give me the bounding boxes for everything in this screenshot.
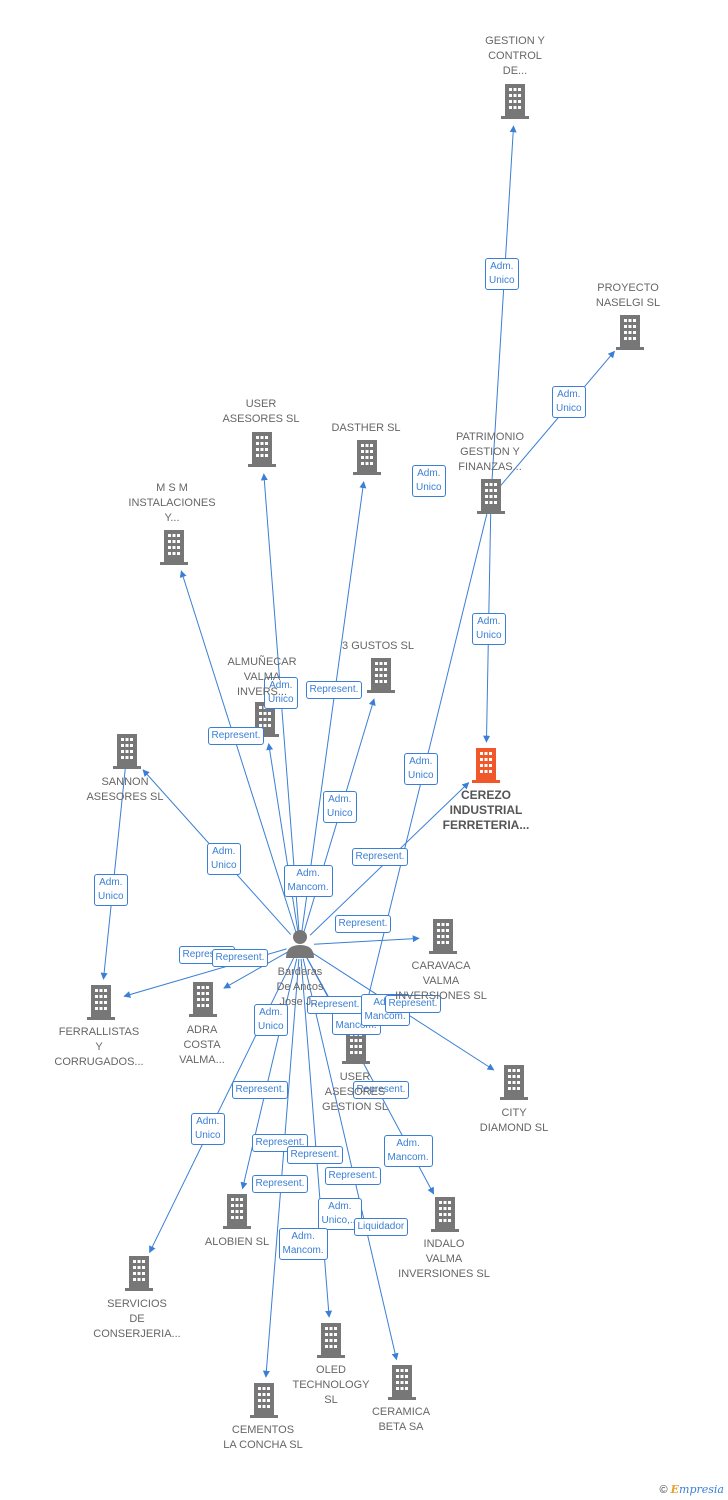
footer: © Empresia bbox=[659, 1483, 724, 1496]
edge-label-sannon-to-ferrallistas[interactable]: Adm. Unico bbox=[94, 874, 128, 906]
copyright-symbol: © bbox=[659, 1484, 668, 1496]
edge-label-person-to-oled[interactable]: Represent. bbox=[324, 1167, 382, 1185]
node-label-city-diamond[interactable]: CITY DIAMOND SL bbox=[479, 1107, 549, 1134]
edge-patrimonio-to-gestion-control bbox=[491, 125, 517, 484]
node-label-cementos[interactable]: CEMENTOS LA CONCHA SL bbox=[223, 1424, 303, 1451]
edge-label-person-to-cementos[interactable]: Adm. Mancom. bbox=[278, 1228, 328, 1260]
edge-person-to-almunecar bbox=[266, 743, 299, 932]
edge-label-person-to-city-diamond[interactable]: Represent. bbox=[352, 1081, 410, 1099]
node-label-person[interactable]: Barderas De Ancos Jose J... bbox=[276, 966, 324, 1008]
city-diamond-building-icon[interactable] bbox=[500, 1065, 528, 1100]
node-label-tres-gustos[interactable]: 3 GUSTOS SL bbox=[342, 640, 414, 652]
node-label-indalo[interactable]: INDALO VALMA INVERSIONES SL bbox=[398, 1238, 490, 1280]
edge-person-to-caravaca bbox=[313, 935, 420, 945]
edge-label-patrimonio-to-proyecto-naselgi[interactable]: Adm. Unico bbox=[552, 386, 586, 418]
edge-label-a9[interactable]: Liquidador bbox=[353, 1218, 409, 1236]
dasther-building-icon[interactable] bbox=[353, 440, 381, 475]
edge-label-person-to-ceramica[interactable]: Adm. Unico,... bbox=[317, 1198, 363, 1230]
edge-label-person-to-user-asesores[interactable]: Adm. Unico bbox=[264, 677, 298, 709]
node-label-cerezo[interactable]: CEREZO INDUSTRIAL FERRETERIA... bbox=[442, 788, 530, 832]
edge-person-to-msm bbox=[179, 570, 297, 932]
edge-label-a6[interactable]: Represent. bbox=[286, 1146, 344, 1164]
edge-patrimonio-to-proyecto-naselgi bbox=[499, 350, 615, 487]
ferrallistas-building-icon[interactable] bbox=[87, 985, 115, 1020]
node-label-servicios[interactable]: SERVICIOS DE CONSERJERIA... bbox=[93, 1298, 181, 1340]
edge-label-person-to-indalo[interactable]: Adm. Mancom. bbox=[383, 1135, 433, 1167]
edge-label-a4[interactable]: Adm. Unico bbox=[254, 1004, 288, 1036]
edge-label-person-to-tres-gustos[interactable]: Represent. bbox=[305, 681, 363, 699]
edge-label-person-to-sannon[interactable]: Adm. Unico bbox=[207, 843, 241, 875]
node-label-adra[interactable]: ADRA COSTA VALMA... bbox=[179, 1024, 225, 1066]
node-label-user-asesores[interactable]: USER ASESORES SL bbox=[222, 398, 300, 425]
indalo-building-icon[interactable] bbox=[431, 1197, 459, 1232]
node-label-msm[interactable]: M S M INSTALACIONES Y... bbox=[128, 482, 216, 524]
sannon-building-icon[interactable] bbox=[113, 734, 141, 769]
edge-person-to-dasther bbox=[301, 481, 367, 932]
oled-building-icon[interactable] bbox=[317, 1323, 345, 1358]
edge-label-person-to-caravaca[interactable]: Represent. bbox=[334, 915, 392, 933]
user-asesores-building-icon[interactable] bbox=[248, 432, 276, 467]
node-label-ceramica[interactable]: CERAMICA BETA SA bbox=[371, 1406, 431, 1433]
caravaca-building-icon[interactable] bbox=[429, 919, 457, 954]
edge-label-a8[interactable]: Represent. bbox=[384, 995, 442, 1013]
node-label-patrimonio[interactable]: PATRIMONIO GESTION Y FINANZAS... bbox=[455, 431, 525, 473]
node-label-ferrallistas[interactable]: FERRALLISTAS Y CORRUGADOS... bbox=[54, 1026, 144, 1068]
gestion-control-building-icon[interactable] bbox=[501, 84, 529, 119]
edge-label-person-to-dasther[interactable]: Adm. Unico bbox=[323, 791, 357, 823]
adra-building-icon[interactable] bbox=[189, 982, 217, 1017]
edges-layer bbox=[100, 125, 615, 1378]
edge-label-person-to-adra[interactable]: Represent. bbox=[231, 1081, 289, 1099]
patrimonio-building-icon[interactable] bbox=[477, 479, 505, 514]
edge-label-patrimonio-to-cerezo[interactable]: Adm. Unico bbox=[472, 613, 506, 645]
edge-person-to-ceramica bbox=[302, 958, 399, 1361]
edge-label-patrimonio-to-user-gestion[interactable]: Adm. Unico bbox=[404, 753, 438, 785]
node-label-caravaca[interactable]: CARAVACA VALMA INVERSIONES SL bbox=[395, 960, 487, 1002]
brand-logo[interactable]: mpresia bbox=[679, 1483, 724, 1496]
node-label-user-gestion[interactable]: USER ASESORES GESTION SL bbox=[321, 1071, 389, 1113]
edge-label-person-to-msm[interactable]: Represent. bbox=[207, 727, 265, 745]
proyecto-naselgi-building-icon[interactable] bbox=[616, 315, 644, 350]
edge-person-to-adra bbox=[223, 951, 289, 989]
node-label-almunecar[interactable]: ALMUÑECAR VALMA INVERS... bbox=[227, 656, 297, 698]
node-label-dasther[interactable]: DASTHER SL bbox=[331, 422, 401, 434]
servicios-building-icon[interactable] bbox=[125, 1256, 153, 1291]
tres-gustos-building-icon[interactable] bbox=[367, 658, 395, 693]
edge-label-person-to-cerezo[interactable]: Represent. bbox=[351, 848, 409, 866]
edge-label-person-to-almunecar[interactable]: Adm. Mancom. bbox=[283, 865, 333, 897]
edge-label-a2[interactable]: Represent. bbox=[211, 949, 269, 967]
cerezo-building-icon[interactable] bbox=[472, 748, 500, 783]
node-label-oled[interactable]: OLED TECHNOLOGY SL bbox=[292, 1364, 370, 1406]
node-label-proyecto-naselgi[interactable]: PROYECTO NASELGI SL bbox=[595, 282, 661, 309]
edge-label-patrimonio-to-gestion-control[interactable]: Adm. Unico bbox=[485, 258, 519, 290]
alobien-building-icon[interactable] bbox=[223, 1194, 251, 1229]
edge-label-person-to-alobien[interactable]: Represent. bbox=[251, 1175, 309, 1193]
edge-label-a1[interactable]: Adm. Unico bbox=[412, 465, 446, 497]
node-label-gestion-control[interactable]: GESTION Y CONTROL DE... bbox=[485, 35, 545, 77]
brand-logo-e[interactable]: E bbox=[670, 1483, 680, 1496]
edge-sannon-to-ferrallistas bbox=[100, 765, 127, 980]
msm-building-icon[interactable] bbox=[160, 530, 188, 565]
edge-label-person-to-servicios[interactable]: Adm. Unico bbox=[191, 1113, 225, 1145]
node-label-sannon[interactable]: SANNON ASESORES SL bbox=[86, 776, 164, 803]
edge-person-to-cementos bbox=[262, 958, 300, 1378]
node-label-alobien[interactable]: ALOBIEN SL bbox=[204, 1236, 270, 1248]
